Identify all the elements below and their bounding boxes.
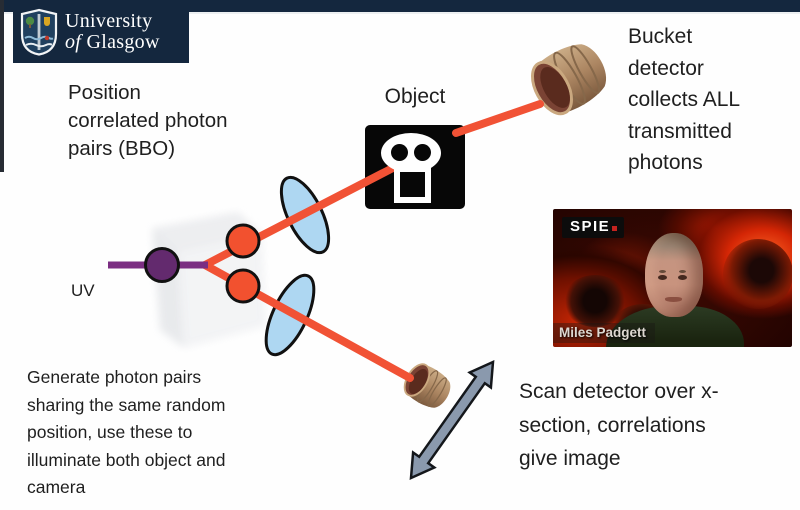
bucket-detector-label: Bucket detector collects ALL transmitted… <box>628 25 741 174</box>
left-edge-line <box>0 0 4 172</box>
generate-pairs-caption: Generate photon pairs sharing the same r… <box>27 367 226 497</box>
uv-photon-dot <box>144 247 180 283</box>
speaker-eye <box>658 275 667 280</box>
scan-detector-icon <box>398 358 458 415</box>
spie-dot <box>612 226 618 231</box>
speaker-name-badge: Miles Padgett <box>553 323 656 343</box>
object-face-cutout <box>381 133 441 203</box>
photon-dot <box>225 223 261 259</box>
lab-equipment-glow <box>723 239 792 309</box>
speaker-face <box>645 233 703 317</box>
spie-logo-text: SPIE <box>570 218 611 235</box>
university-logo-text: University of Glasgow <box>65 9 160 53</box>
slide-edge-line <box>0 12 800 14</box>
object-label: Object <box>384 85 446 108</box>
uv-label: UV <box>71 281 95 300</box>
top-bar <box>0 0 800 12</box>
logo-word-university: University <box>65 9 153 32</box>
source-label: Position correlated photon pairs (BBO) <box>68 81 228 160</box>
university-logo: University of Glasgow <box>13 0 189 63</box>
spie-logo: SPIE <box>562 217 625 238</box>
signal-beam-to-bucket <box>452 100 544 137</box>
photon-dot <box>225 268 261 304</box>
speaker-mouth <box>665 297 682 302</box>
speaker-video-overlay: SPIE Miles Padgett <box>553 209 792 347</box>
logo-word-of-glasgow: of Glasgow <box>65 30 160 53</box>
university-shield-icon <box>20 8 58 56</box>
scan-detector-caption: Scan detector over x- section, correlati… <box>519 380 719 470</box>
double-arrow-icon <box>409 359 495 481</box>
speaker-eye <box>678 275 687 280</box>
